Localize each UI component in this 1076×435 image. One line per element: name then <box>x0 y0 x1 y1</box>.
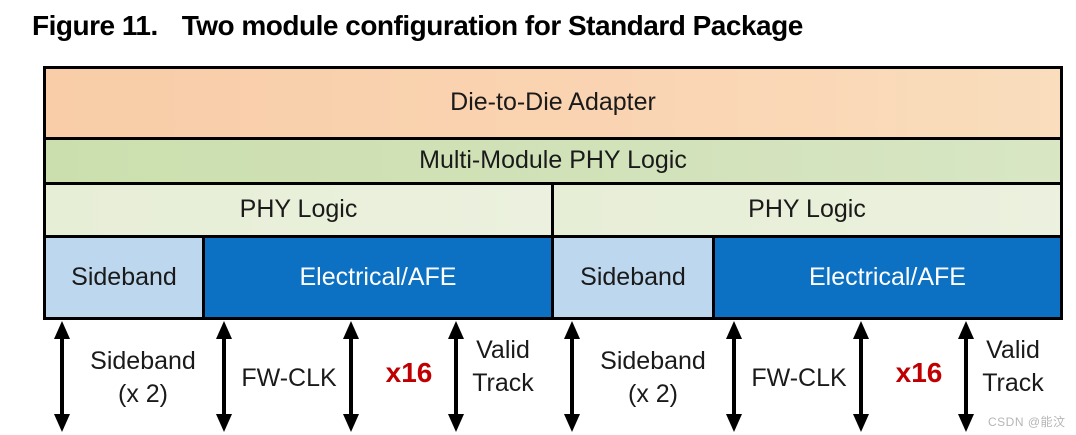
arrow-head-up <box>853 321 869 339</box>
sideband-signal-name: Sideband <box>90 347 196 375</box>
sideband-signal-count: (x 2) <box>118 380 168 408</box>
valid-track-double-arrow-icon <box>957 321 975 432</box>
valid-track-signal-label: Valid Track <box>472 334 534 400</box>
arrow-head-down <box>54 414 70 432</box>
data-lanes-double-arrow-icon <box>342 321 360 432</box>
sideband-signal-count: (x 2) <box>628 380 678 408</box>
multi-module-phy-logic-cell: Multi-Module PHY Logic <box>46 140 1060 182</box>
phy-logic-cell-module0: PHY Logic <box>46 185 551 235</box>
signal-group-module0: Sideband (x 2) FW-CLK x16 Valid Track <box>43 320 553 435</box>
arrow-head-down <box>958 414 974 432</box>
lane-count-label: x16 <box>385 357 433 388</box>
die-to-die-adapter-cell: Die-to-Die Adapter <box>46 69 1060 137</box>
arrow-head-up <box>564 321 580 339</box>
arrow-head-down <box>343 414 359 432</box>
fw-clk-double-arrow-icon <box>215 321 233 432</box>
lane-count-label: x16 <box>895 357 943 388</box>
arrow-head-up <box>216 321 232 339</box>
sideband-signal-name: Sideband <box>600 347 706 375</box>
sideband-cell-module1: Sideband <box>554 238 712 317</box>
csdn-watermark: CSDN @能汶 <box>988 415 1066 429</box>
arrow-shaft <box>859 339 863 414</box>
valid-signal-name: Valid <box>476 336 530 364</box>
arrow-head-up <box>448 321 464 339</box>
electrical-afe-cell-module1: Electrical/AFE <box>715 238 1060 317</box>
arrow-head-down <box>853 414 869 432</box>
module-stack-diagram: Die-to-Die Adapter Multi-Module PHY Logi… <box>43 66 1063 320</box>
signal-group-module1: Sideband (x 2) FW-CLK x16 Valid Track <box>553 320 1063 435</box>
arrow-head-down <box>726 414 742 432</box>
arrow-shaft <box>60 339 64 414</box>
arrow-head-down <box>564 414 580 432</box>
fw-clk-signal-label: FW-CLK <box>751 364 847 392</box>
figure-title: Two module configuration for Standard Pa… <box>181 10 804 41</box>
arrow-head-up <box>54 321 70 339</box>
electrical-afe-cell-module0: Electrical/AFE <box>205 238 551 317</box>
valid-signal-name: Valid <box>986 336 1040 364</box>
fw-clk-signal-label: FW-CLK <box>241 364 337 392</box>
arrow-shaft <box>222 339 226 414</box>
arrow-shaft <box>964 339 968 414</box>
phy-logic-cell-module1: PHY Logic <box>554 185 1060 235</box>
valid-track-signal-label: Valid Track <box>982 334 1044 400</box>
track-signal-name: Track <box>472 369 534 397</box>
arrow-shaft <box>570 339 574 414</box>
valid-track-double-arrow-icon <box>447 321 465 432</box>
data-lanes-double-arrow-icon <box>852 321 870 432</box>
arrow-head-down <box>216 414 232 432</box>
arrow-head-down <box>448 414 464 432</box>
sideband-cell-module0: Sideband <box>46 238 202 317</box>
arrow-shaft <box>454 339 458 414</box>
figure-number: Figure 11. <box>32 10 158 41</box>
arrow-head-up <box>726 321 742 339</box>
arrow-shaft <box>349 339 353 414</box>
figure-caption: Figure 11. Two module configuration for … <box>32 10 803 42</box>
fw-clk-double-arrow-icon <box>725 321 743 432</box>
sideband-signal-label: Sideband (x 2) <box>600 345 706 411</box>
sideband-signal-label: Sideband (x 2) <box>90 345 196 411</box>
arrow-head-up <box>958 321 974 339</box>
sideband-double-arrow-icon <box>563 321 581 432</box>
sideband-double-arrow-icon <box>53 321 71 432</box>
arrow-shaft <box>732 339 736 414</box>
track-signal-name: Track <box>982 369 1044 397</box>
arrow-head-up <box>343 321 359 339</box>
